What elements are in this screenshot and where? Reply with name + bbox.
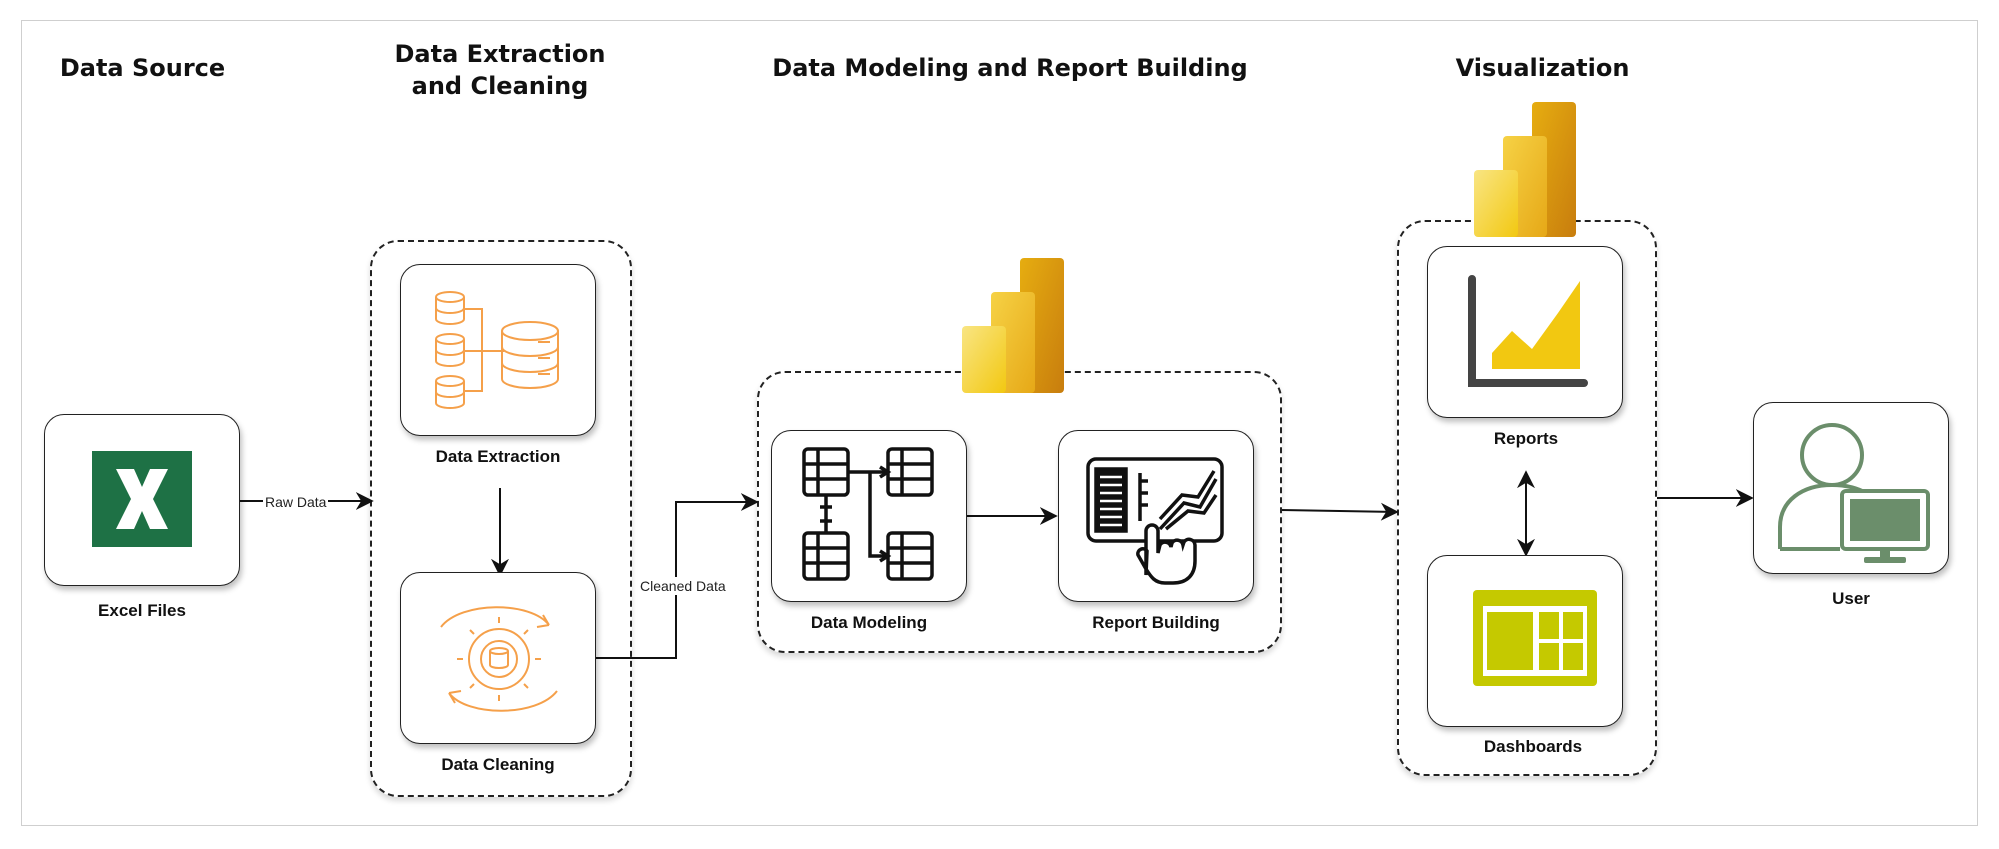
user-computer-icon [1778, 423, 1930, 563]
diagram-frame [21, 20, 1978, 826]
reports-label: Reports [1493, 429, 1559, 448]
data-model-icon [802, 447, 934, 581]
data-modeling-node[interactable] [771, 430, 967, 602]
dashboards-label: Dashboards [1483, 737, 1583, 756]
edge-label-cleaned-data: Cleaned Data [638, 577, 728, 595]
dashboard-icon [1473, 590, 1597, 686]
report-building-icon [1086, 457, 1224, 585]
cleaning-cycle-icon [440, 606, 558, 712]
excel-files-label: Excel Files [98, 601, 186, 620]
section-title-visualization: Visualization [1455, 54, 1630, 82]
database-icon [435, 291, 559, 409]
section-title-extraction-line2: and Cleaning [411, 72, 589, 100]
excel-icon [92, 451, 192, 547]
user-label: User [1832, 589, 1870, 608]
section-title-data-source: Data Source [59, 54, 226, 82]
section-title-extraction-line1: Data Extraction [394, 40, 606, 68]
user-node[interactable] [1753, 402, 1949, 574]
data-modeling-label: Data Modeling [810, 613, 928, 632]
chart-icon [1468, 275, 1588, 387]
data-cleaning-node[interactable] [400, 572, 596, 744]
report-building-label: Report Building [1092, 613, 1220, 632]
excel-files-node[interactable] [44, 414, 240, 586]
data-extraction-label: Data Extraction [435, 447, 561, 466]
edge-label-raw-data: Raw Data [263, 493, 329, 511]
powerbi-logo-icon-visualization [1474, 102, 1576, 237]
data-cleaning-label: Data Cleaning [441, 755, 555, 774]
dashboards-node[interactable] [1427, 555, 1623, 727]
report-building-node[interactable] [1058, 430, 1254, 602]
section-title-extraction-cleaning: Data Extraction and Cleaning [380, 38, 620, 102]
reports-node[interactable] [1427, 246, 1623, 418]
section-title-modeling-reporting: Data Modeling and Report Building [772, 54, 1248, 82]
data-extraction-node[interactable] [400, 264, 596, 436]
powerbi-logo-icon [962, 258, 1064, 393]
